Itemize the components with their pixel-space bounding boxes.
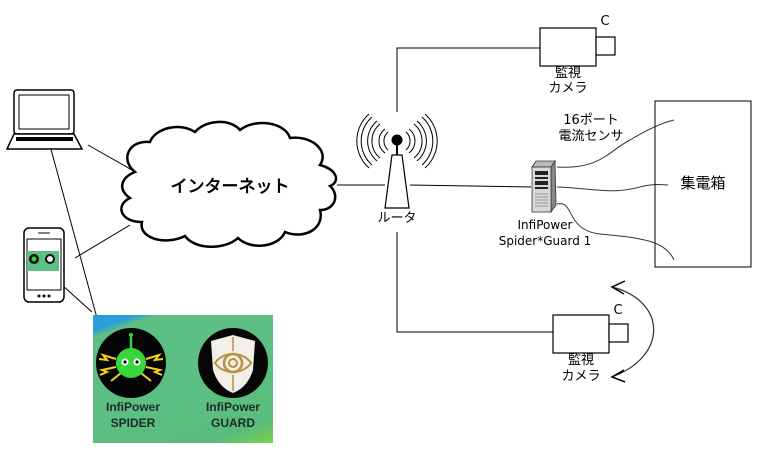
sensor-wire-3: [556, 203, 675, 261]
camera-top-icon: [539, 27, 616, 67]
internet-cloud: [120, 120, 338, 248]
server-device-icon: [531, 159, 557, 214]
laptop-icon: [5, 89, 84, 150]
router-camera-top-link: [396, 47, 540, 112]
camera-top-mark: C: [600, 14, 610, 29]
camera-top-label-1: 監視: [554, 66, 581, 81]
phone-cloud-link: [74, 224, 131, 259]
camera-bottom-label-2: カメラ: [561, 369, 601, 384]
router-icon: [356, 113, 438, 209]
camera-bottom-mark: C: [613, 303, 623, 318]
router-label: ルータ: [377, 211, 417, 226]
camera-rotation-arrow: [610, 280, 655, 383]
sensor-wire-1: [556, 119, 675, 168]
distribution-panel-box: [654, 100, 752, 268]
camera-bottom-icon: [552, 314, 629, 354]
smartphone-icon: [23, 227, 65, 303]
sensor-label-1: 16ポート: [563, 113, 619, 128]
sensor-wire-2: [556, 184, 669, 192]
spider-app-icon[interactable]: [96, 328, 166, 398]
spider-app-label-1: InfiPower: [105, 400, 160, 414]
distribution-panel-label: 集電箱: [680, 174, 726, 192]
internet-label: インターネット: [170, 177, 290, 197]
laptop-cloud-link: [87, 144, 133, 171]
guard-app-icon[interactable]: [198, 328, 268, 398]
guard-app-label-2: GUARD: [211, 416, 255, 430]
laptop-apps-link: [42, 119, 98, 319]
camera-top-label-2: カメラ: [548, 81, 588, 96]
router-device-link: [409, 184, 532, 188]
spider-app-label-2: SPIDER: [110, 416, 156, 430]
device-label-1: InfiPower: [517, 218, 573, 232]
device-label-2: Spider*Guard 1: [498, 234, 592, 248]
app-panel: InfiPower SPIDER InfiPower GUARD: [93, 315, 273, 443]
router-camera-bottom-link: [396, 232, 553, 333]
guard-app-label-1: InfiPower: [205, 400, 260, 414]
sensor-label-2: 電流センサ: [558, 129, 624, 144]
camera-bottom-label-1: 監視: [567, 353, 594, 368]
